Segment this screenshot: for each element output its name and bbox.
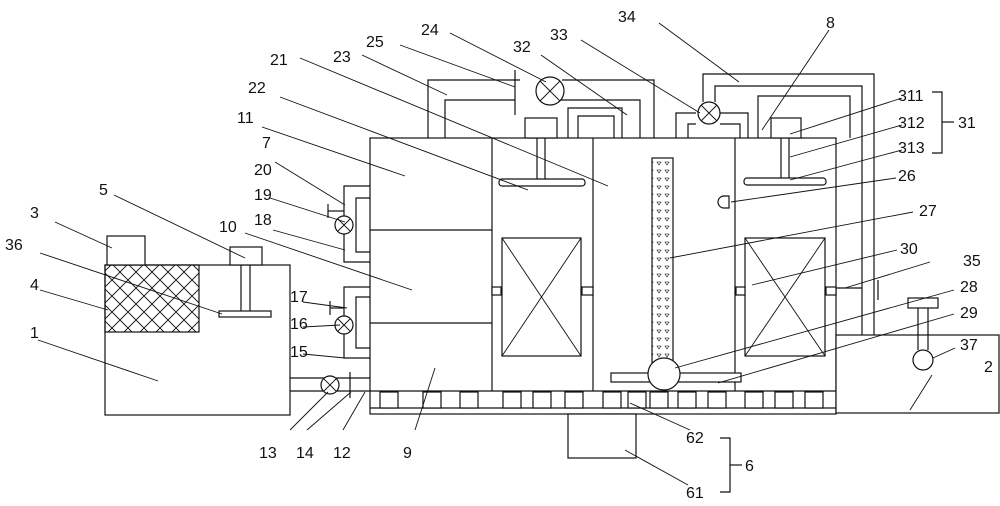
- label-9: 9: [403, 445, 412, 462]
- right-tank: [835, 297, 1000, 414]
- label-35: 35: [963, 253, 981, 270]
- label-31: 31: [958, 115, 976, 132]
- filter-module-left: [491, 237, 594, 357]
- collector-61: [567, 413, 637, 459]
- bracket-6: [720, 437, 742, 493]
- bracket-31: [932, 91, 954, 154]
- label-14: 14: [296, 445, 314, 462]
- label-313: 313: [898, 140, 925, 157]
- part-labels: 1 2 3 36 4 5 7 11 20 19 18 10 17 16 15 1…: [5, 9, 993, 502]
- label-12: 12: [333, 445, 351, 462]
- cap-3: [106, 235, 146, 266]
- label-21: 21: [270, 52, 288, 69]
- label-5: 5: [99, 182, 108, 199]
- stirrer-36: [218, 310, 272, 318]
- label-26: 26: [898, 168, 916, 185]
- top-pipes: [427, 70, 879, 335]
- label-22: 22: [248, 80, 266, 97]
- filter-module-right: [735, 237, 837, 357]
- left-valves: [327, 185, 370, 359]
- label-20: 20: [254, 162, 272, 179]
- label-13: 13: [259, 445, 277, 462]
- label-33: 33: [550, 27, 568, 44]
- motor-5: [229, 246, 263, 266]
- label-311: 311: [898, 88, 924, 105]
- label-3: 3: [30, 205, 39, 222]
- sensor-26: [717, 195, 730, 209]
- label-62: 62: [686, 430, 704, 447]
- label-23: 23: [333, 49, 351, 66]
- label-8: 8: [826, 15, 835, 32]
- label-19: 19: [254, 187, 272, 204]
- left-tank: [104, 235, 291, 416]
- label-2: 2: [984, 359, 993, 376]
- filter-pack: [104, 264, 200, 333]
- label-61: 61: [686, 485, 704, 502]
- leader-lines: [37, 22, 956, 486]
- label-7: 7: [262, 135, 271, 152]
- stirrer-right: [743, 117, 827, 186]
- inlet-pipe: [290, 372, 370, 398]
- main-tank: [369, 117, 837, 415]
- label-30: 30: [900, 241, 918, 258]
- label-32: 32: [513, 39, 531, 56]
- label-6: 6: [745, 458, 754, 475]
- pump-head-37: [907, 297, 939, 309]
- label-4: 4: [30, 277, 39, 294]
- label-28: 28: [960, 279, 978, 296]
- label-15: 15: [290, 344, 308, 361]
- stirrer-left: [498, 117, 586, 187]
- label-11: 11: [237, 110, 254, 127]
- label-27: 27: [919, 203, 937, 220]
- label-312: 312: [898, 115, 925, 132]
- label-25: 25: [366, 34, 384, 51]
- label-17: 17: [290, 289, 308, 306]
- label-36: 36: [5, 237, 23, 254]
- label-10: 10: [219, 219, 237, 236]
- label-37: 37: [960, 337, 978, 354]
- label-16: 16: [290, 316, 308, 333]
- bottom-plate: [379, 391, 824, 409]
- label-34: 34: [618, 9, 636, 26]
- rotor-28: [647, 357, 681, 391]
- packed-column: [651, 157, 674, 364]
- label-1: 1: [30, 325, 39, 342]
- label-24: 24: [421, 22, 439, 39]
- pump-37: [912, 349, 934, 371]
- label-18: 18: [254, 212, 272, 229]
- label-29: 29: [960, 305, 978, 322]
